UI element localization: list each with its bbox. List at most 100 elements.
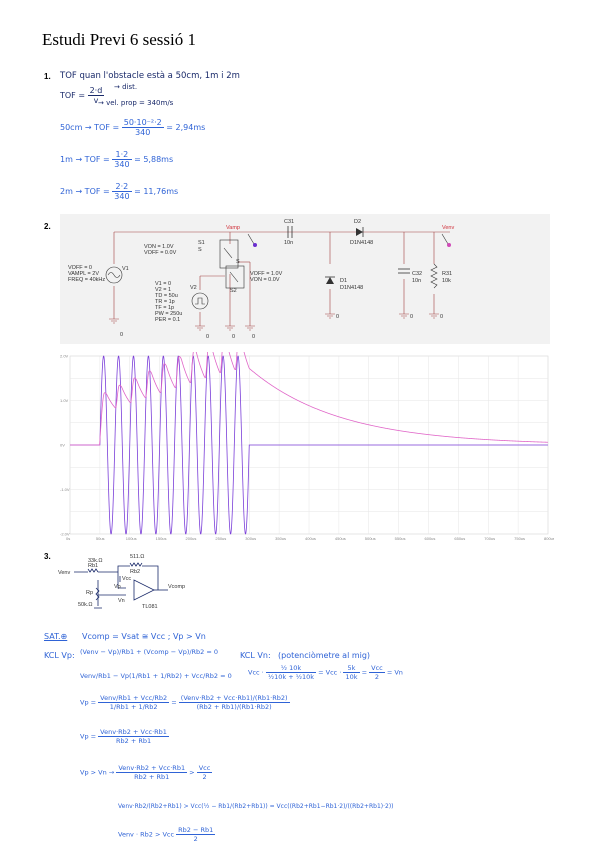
- vn-num2: 5k: [343, 664, 360, 673]
- capacitor-c32: [398, 268, 410, 274]
- rb1-label: Rb1: [88, 563, 98, 569]
- v2-param: TR = 1p: [155, 299, 175, 305]
- cmp-den: Rb2 + Rb1: [134, 773, 170, 781]
- x-tick-label: 750us: [514, 536, 525, 541]
- eq4-lhs: Vp =: [80, 732, 97, 741]
- capacitor-c31: [287, 226, 293, 238]
- circuit-schematic: VOFF = 0 VAMPL = 2V FREQ = 40kHz V1 VON …: [60, 214, 550, 344]
- kcl-vn-label: KCL Vn:: [240, 651, 271, 660]
- vn-num3: Vcc: [369, 664, 385, 673]
- rpot-label: 50k.Ω: [78, 602, 93, 608]
- tof-formula: TOF = 2·d v: [60, 86, 105, 105]
- v2-label: V2: [190, 285, 197, 291]
- row-den: 340: [135, 128, 151, 137]
- ineq2-den: 2: [193, 835, 198, 843]
- ground-label: 0: [410, 314, 413, 320]
- vamp-waveform: [70, 355, 548, 535]
- v2-param: PW = 250u: [155, 311, 182, 317]
- row-num: 1·2: [112, 150, 132, 160]
- x-tick-label: 700us: [484, 536, 495, 541]
- r-top2: 511.Ω: [130, 554, 144, 560]
- row-result: = 5,88ms: [134, 155, 174, 164]
- switch-s2: [225, 265, 245, 289]
- s2-param: VON = 0.0V: [250, 277, 280, 283]
- question-number: 3.: [44, 552, 51, 561]
- row-label: 50cm: [60, 123, 83, 132]
- question-text: TOF quan l'obstacle està a 50cm, 1m i 2m: [60, 71, 240, 81]
- eq4-den: Rb2 + Rb1: [115, 737, 152, 745]
- s-label: S: [236, 259, 240, 265]
- row-lhs: → TOF =: [75, 187, 110, 196]
- x-tick-label: 400us: [305, 536, 316, 541]
- r-top1: 33k.Ω: [88, 558, 103, 564]
- ground-label: 0: [252, 334, 255, 340]
- vn-num1: ½ 10k: [265, 664, 317, 673]
- ground-label: 0: [232, 334, 235, 340]
- eq3-den: 1/Rb1 + 1/Rb2: [109, 703, 158, 711]
- question-number: 1.: [44, 72, 51, 81]
- s1-param: VON = 1.0V: [144, 244, 174, 250]
- x-tick-label: 50us: [96, 536, 105, 541]
- cmp-den2: 2: [202, 773, 207, 781]
- eq4-num: Venv·Rb2 + Vcc·Rb1: [98, 728, 169, 737]
- row-lhs: → TOF =: [75, 155, 110, 164]
- ineq2-num: Rb2 − Rb1: [176, 826, 216, 835]
- c31-value: 10n: [284, 240, 293, 246]
- vcomp-label: Vcomp: [168, 584, 185, 590]
- tof-fraction: 2·d v: [87, 86, 105, 105]
- d1-label: D1: [340, 278, 347, 284]
- vn-label: Vn: [118, 598, 125, 604]
- d2-value: D1N4148: [350, 240, 373, 246]
- resistor-r31: [430, 263, 438, 289]
- v2-param: TD = 50u: [155, 293, 178, 299]
- tof-den: v: [93, 96, 99, 105]
- ground-label: 0: [206, 334, 209, 340]
- row-label: 2m: [60, 187, 73, 196]
- r31-value: 10k: [442, 278, 451, 284]
- row-num: 2·2: [112, 182, 132, 192]
- c31-label: C31: [284, 219, 294, 225]
- eq2: Venv/Rb1 − Vp(1/Rb1 + 1/Rb2) + Vcc/Rb2 =…: [80, 672, 232, 680]
- y-tick-label: 1.0V: [60, 398, 69, 403]
- row-num: 50·10⁻²·2: [121, 118, 164, 128]
- ineq1: Venv·Rb2/(Rb2+Rb1) > Vcc(½ − Rb1/(Rb2+Rb…: [118, 803, 394, 810]
- v1-param: VOFF = 0: [68, 265, 92, 271]
- venv-label: Venv: [58, 570, 70, 576]
- s2-label: S2: [230, 288, 237, 294]
- y-tick-label: 2.0V: [60, 354, 69, 359]
- v2-param: V1 = 0: [155, 281, 171, 287]
- row-den: 340: [114, 192, 130, 201]
- x-tick-label: 150us: [156, 536, 167, 541]
- c32-value: 10n: [412, 278, 421, 284]
- eq1: (Venv − Vp)/Rb1 + (Vcomp − Vp)/Rb2 = 0: [80, 648, 219, 656]
- pot-note: (potenciòmetre al mig): [278, 651, 371, 660]
- x-tick-label: 200us: [186, 536, 197, 541]
- y-tick-label: -2.0V: [60, 532, 70, 537]
- row-result: = 11,76ms: [134, 187, 179, 196]
- diode-d2: [356, 227, 364, 237]
- eq3-frac2: (Venv·Rb2 + Vcc·Rb1)/(Rb1·Rb2)(Rb2 + Rb1…: [178, 694, 290, 711]
- x-tick-label: 100us: [126, 536, 137, 541]
- rb2-label: Rb2: [130, 569, 140, 575]
- row-result: = 2,94ms: [166, 123, 206, 132]
- d1-value: D1N4148: [340, 285, 363, 291]
- eq3-mid: =: [171, 698, 177, 707]
- v1-param: FREQ = 40kHz: [68, 277, 105, 283]
- s2-param: VOFF = 1.0V: [250, 271, 283, 277]
- eq3-num: Venv/Rb1 + Vcc/Rb2: [98, 694, 170, 703]
- vn-lhs: Vcc ·: [248, 668, 264, 677]
- v1-label: V1: [122, 266, 129, 272]
- venv-waveform: [70, 352, 549, 446]
- row-den: 340: [114, 160, 130, 169]
- note-dist: → dist.: [114, 83, 138, 91]
- x-tick-label: 550us: [395, 536, 406, 541]
- y-tick-label: -1.0V: [60, 487, 70, 492]
